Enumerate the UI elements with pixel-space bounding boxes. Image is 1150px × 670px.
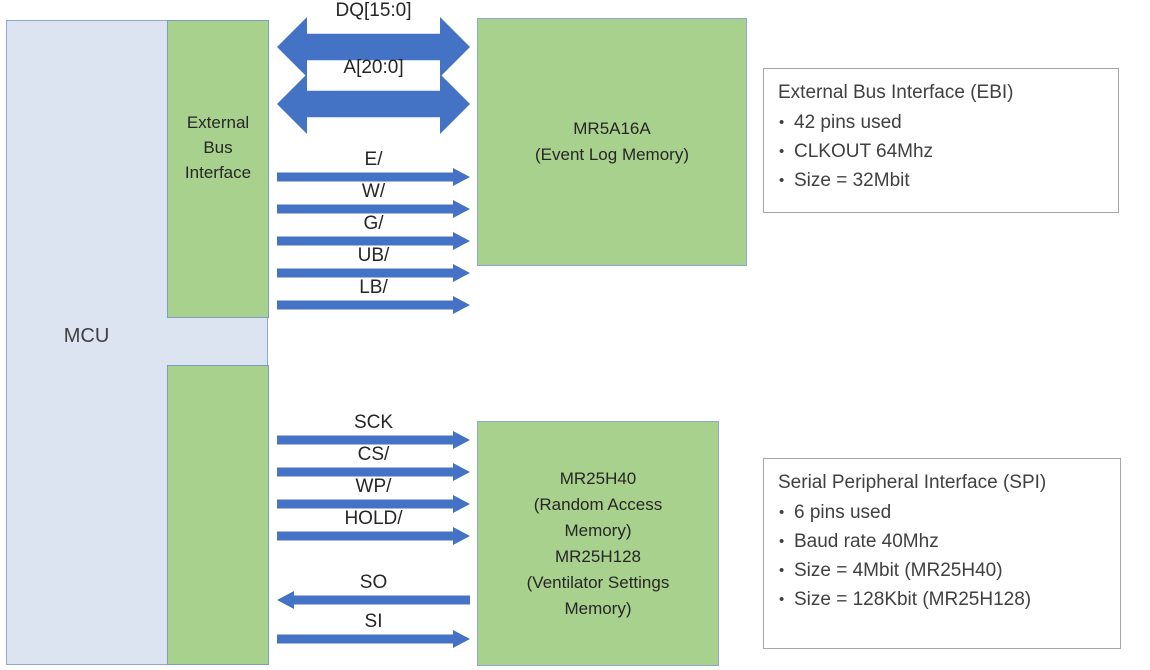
ebi-signal-4-arrow	[277, 228, 470, 254]
ebi-signal-3-label: W/	[361, 181, 386, 202]
spi-signal-4-arrow	[277, 587, 470, 613]
spi-signal-2-arrow	[277, 491, 470, 517]
ebi-signal-0-arrow	[277, 17, 470, 77]
ebi-note-item: CLKOUT 64Mhz	[778, 137, 1106, 166]
event-log-memory-label: MR5A16A(Event Log Memory)	[535, 119, 689, 164]
ebi-signal-0-label: DQ[15:0]	[335, 0, 412, 21]
ebi-signal-5-label: UB/	[357, 245, 390, 266]
event-log-memory-block: MR5A16A(Event Log Memory)	[477, 18, 747, 266]
ebi-note-list: 42 pins used CLKOUT 64Mhz Size = 32Mbit	[778, 108, 1106, 195]
serial-peripheral-interface-block	[167, 365, 269, 665]
spi-signal-3-arrow	[277, 523, 470, 549]
ebi-signal-6-arrow	[277, 292, 470, 318]
ebi-signal-2-label: E/	[364, 149, 383, 170]
mcu-label: MCU	[63, 325, 110, 347]
ebi-note-item: 42 pins used	[778, 108, 1106, 137]
spi-note-list: 6 pins used Baud rate 40Mhz Size = 4Mbit…	[778, 498, 1108, 614]
ebi-signal-6-label: LB/	[359, 277, 388, 298]
spi-signal-5-arrow	[277, 626, 470, 652]
spi-signal-3-label: HOLD/	[344, 508, 403, 529]
ebi-note-title: External Bus Interface (EBI)	[778, 82, 1014, 103]
ebi-signal-1-arrow	[277, 74, 470, 134]
ebi-note: External Bus Interface (EBI) 42 pins use…	[763, 68, 1119, 213]
spi-note-item: 6 pins used	[778, 498, 1108, 527]
spi-signal-1-label: CS/	[357, 444, 390, 465]
spi-note: Serial Peripheral Interface (SPI) 6 pins…	[763, 458, 1121, 649]
spi-note-item: Size = 4Mbit (MR25H40)	[778, 556, 1108, 585]
spi-signal-2-label: WP/	[355, 476, 392, 497]
spi-signal-1-arrow	[277, 459, 470, 485]
spi-signal-0-label: SCK	[353, 412, 394, 433]
spi-note-title: Serial Peripheral Interface (SPI)	[778, 472, 1047, 493]
spi-signal-0-arrow	[277, 427, 470, 453]
ebi-signal-4-label: G/	[363, 213, 384, 234]
ebi-signal-1-label: A[20:0]	[343, 57, 404, 78]
spi-signal-5-label: SI	[364, 611, 383, 632]
spi-signal-4-label: SO	[359, 572, 388, 593]
ebi-signal-3-arrow	[277, 196, 470, 222]
ebi-signal-5-arrow	[277, 260, 470, 286]
ebi-note-item: Size = 32Mbit	[778, 166, 1106, 195]
spi-note-item: Baud rate 40Mhz	[778, 527, 1108, 556]
external-bus-interface-block	[167, 20, 269, 318]
ebi-signal-2-arrow	[277, 164, 470, 190]
spi-note-item: Size = 128Kbit (MR25H128)	[778, 585, 1108, 614]
